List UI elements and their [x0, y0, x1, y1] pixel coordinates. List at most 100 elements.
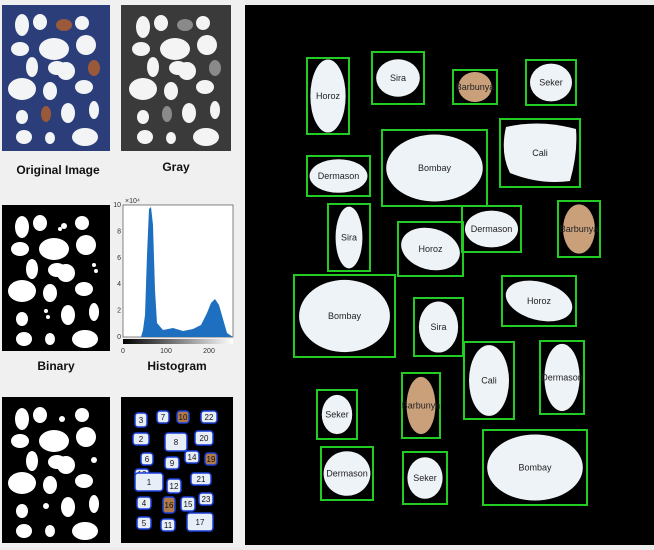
detection-label: Dermason [318, 171, 360, 181]
labeled-region [140, 452, 154, 466]
labeled-region [164, 432, 188, 452]
labeled-region [194, 430, 214, 446]
caption-binary: Binary [37, 359, 75, 373]
bean-shape [464, 210, 519, 248]
bean-shape [469, 345, 509, 416]
labeled-region [132, 432, 150, 446]
gray-image [121, 5, 231, 151]
detection-box [452, 69, 498, 105]
labeled-region [176, 410, 190, 424]
bean-shape [299, 279, 390, 353]
labeled-region [134, 412, 148, 428]
labeled-region [160, 518, 176, 532]
histogram-y-tick: 6 [117, 255, 121, 262]
labeled-region [200, 410, 218, 424]
original-image [2, 5, 110, 151]
region-number: 11 [164, 521, 173, 530]
caption-histogram: Histogram [147, 359, 207, 373]
detection-box [499, 118, 581, 188]
detection-label: Sira [390, 73, 406, 83]
bean-shape [309, 159, 368, 193]
detection-label: Barbunya [560, 224, 599, 234]
labeled-region [156, 410, 170, 424]
histogram-bars [123, 207, 233, 337]
bean-shape [323, 451, 371, 496]
detection-label: Dermason [326, 469, 368, 479]
detection-label: Seker [539, 78, 563, 88]
histogram-y-tick: 2 [117, 308, 121, 315]
detection-box [482, 429, 588, 506]
detection-box [461, 205, 522, 253]
labeled-region [134, 472, 164, 492]
region-number: 19 [207, 455, 216, 464]
region-number: 6 [145, 455, 150, 464]
labeled-region [166, 478, 182, 494]
histogram-y-tick: 8 [117, 228, 121, 235]
detection-box [539, 340, 585, 415]
detection-box [557, 200, 601, 258]
region-number: 3 [139, 416, 144, 425]
region-number: 5 [142, 519, 147, 528]
bean-shape [376, 59, 420, 97]
bean-shape [386, 134, 483, 202]
detection-label: Sira [430, 322, 446, 332]
detection-box [293, 274, 396, 358]
detection-box [402, 451, 448, 505]
labeled-region [186, 512, 214, 532]
detection-box [306, 57, 350, 135]
region-number: 22 [205, 413, 214, 422]
detection-label: Bombay [518, 463, 552, 473]
bean-shape [401, 227, 460, 271]
labeled-region [136, 496, 152, 510]
detection-box [381, 129, 488, 207]
detection-label: Barbunya [402, 401, 441, 411]
detection-label: Seker [413, 473, 437, 483]
detection-box [371, 51, 425, 105]
bean-shape [335, 206, 363, 269]
detection-box [401, 372, 441, 439]
region-number: 10 [179, 413, 188, 422]
histogram-x-tick: 100 [160, 348, 172, 355]
detection-label: Bombay [418, 163, 452, 173]
bean-shape [458, 72, 492, 102]
region-number: 21 [197, 475, 206, 484]
histogram-y-tick: 4 [117, 281, 121, 288]
labeled-region [190, 472, 212, 486]
region-number: 1 [147, 478, 152, 487]
detection-label: Horoz [316, 91, 341, 101]
detection-box [501, 275, 577, 327]
histogram-exponent: ×10⁴ [125, 198, 140, 205]
binary-image [2, 205, 110, 351]
bean-shape [505, 280, 573, 322]
bean-shape [407, 457, 443, 499]
bean-shape [406, 376, 436, 435]
bean-shape [321, 394, 353, 435]
labeled-region [198, 492, 214, 506]
labeled-region [184, 450, 200, 464]
bean-shape [563, 204, 595, 254]
histogram-y-tick: 0 [117, 334, 121, 341]
caption-original: Original Image [16, 163, 100, 177]
region-number: 8 [174, 438, 179, 447]
bean-shape [487, 434, 583, 501]
region-number: 7 [161, 413, 166, 422]
detection-label: Sira [341, 233, 357, 243]
detection-label: Bombay [328, 311, 362, 321]
labeled-region [136, 516, 152, 530]
histogram-x-tick: 200 [203, 348, 215, 355]
region-number: 12 [170, 482, 179, 491]
region-number: 2 [139, 435, 144, 444]
detection-box [327, 203, 371, 272]
bean-shape [530, 63, 572, 102]
labeled-region [164, 456, 180, 470]
labeled-region [180, 496, 196, 512]
detection-box [306, 155, 371, 197]
region-number: 20 [200, 434, 209, 443]
detection-label: Horoz [418, 244, 443, 254]
bean-shape [503, 123, 577, 182]
detection-box [320, 446, 374, 501]
region-number: 9 [170, 459, 175, 468]
region-number: 23 [202, 495, 211, 504]
detection-box [525, 59, 577, 106]
detection-box [316, 389, 358, 440]
